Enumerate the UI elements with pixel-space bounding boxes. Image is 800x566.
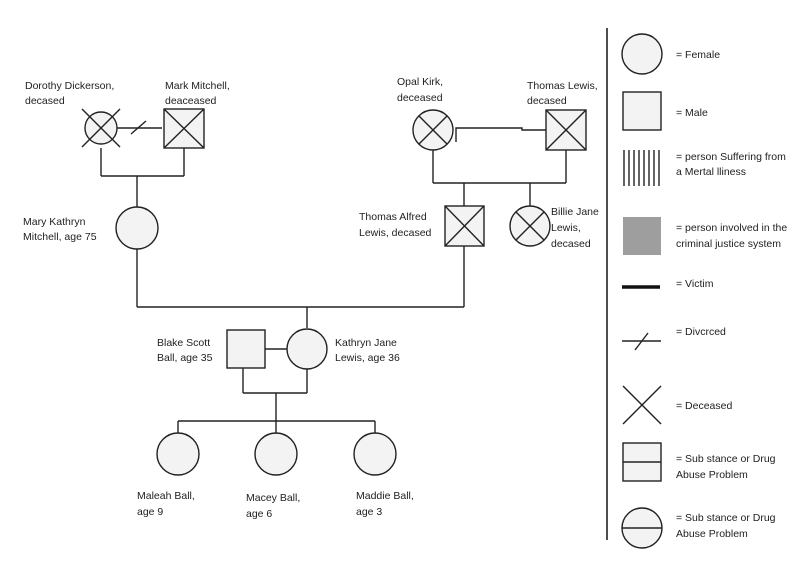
thomas-label-line1: Thomas Lewis, bbox=[527, 80, 598, 92]
person-thomas-alfred bbox=[444, 205, 485, 247]
billie-label-line1: Billie Jane bbox=[551, 206, 599, 218]
legend-deceased-icon bbox=[622, 385, 662, 425]
legend-criminal-label-line1: = person involved in the bbox=[676, 222, 787, 234]
macey-label-line1: Macey Ball, bbox=[246, 492, 300, 504]
dorothy-label-line1: Dorothy Dickerson, bbox=[25, 80, 114, 92]
kathryn-label-line2: Lewis, age 36 bbox=[335, 352, 400, 364]
female-symbol bbox=[115, 206, 159, 250]
mark-label-line1: Mark Mitchell, bbox=[165, 80, 230, 92]
mary-label-line2: Mitchell, age 75 bbox=[23, 231, 97, 243]
person-dorothy bbox=[81, 108, 121, 148]
legend-criminal-justice-icon bbox=[623, 217, 661, 255]
blake-label-line2: Ball, age 35 bbox=[157, 352, 213, 364]
male-symbol bbox=[226, 329, 266, 369]
thomas-alfred-label-line1: Thomas Alfred bbox=[359, 211, 427, 223]
divorce-slash bbox=[130, 120, 147, 135]
legend-substance-square-label-line1: = Sub stance or Drug bbox=[676, 453, 776, 465]
legend-substance-square-label-line2: Abuse Problem bbox=[676, 469, 748, 481]
person-opal bbox=[412, 109, 454, 151]
person-macey bbox=[254, 432, 298, 476]
person-billie bbox=[509, 205, 551, 247]
person-labels: Dorothy Dickerson, decased Mark Mitchell… bbox=[23, 76, 599, 520]
thomas-label-line2: decased bbox=[527, 95, 567, 107]
legend-deceased-label: = Deceased bbox=[676, 400, 732, 412]
legend-divorced-icon bbox=[622, 332, 661, 351]
maleah-label-line1: Maleah Ball, bbox=[137, 490, 195, 502]
mary-label-line1: Mary Kathryn bbox=[23, 216, 86, 228]
macey-label-line2: age 6 bbox=[246, 508, 272, 520]
person-kathryn bbox=[286, 328, 328, 370]
person-mary bbox=[115, 206, 159, 250]
legend-substance-circle-label-line2: Abuse Problem bbox=[676, 528, 748, 540]
thomas-alfred-label-line2: Lewis, decased bbox=[359, 227, 432, 239]
legend-male-icon bbox=[622, 91, 662, 131]
person-maddie bbox=[353, 432, 397, 476]
legend-substance-circle-label-line1: = Sub stance or Drug bbox=[676, 512, 776, 524]
blake-label-line1: Blake Scott bbox=[157, 337, 210, 349]
legend-male-label: = Male bbox=[676, 107, 708, 119]
mark-label-line2: deaceased bbox=[165, 95, 217, 107]
legend-substance-square-icon bbox=[622, 442, 662, 482]
female-symbol bbox=[286, 328, 328, 370]
legend-mental-label-line2: a Mertal lliness bbox=[676, 166, 746, 178]
legend-mental-label-line1: = person Suffering from bbox=[676, 151, 786, 163]
legend-divorced-label: = Divcrced bbox=[676, 326, 726, 338]
female-symbol bbox=[254, 432, 298, 476]
person-thomas bbox=[545, 109, 587, 151]
billie-label-line3: decased bbox=[551, 238, 591, 250]
maddie-label-line2: age 3 bbox=[356, 506, 382, 518]
female-symbol bbox=[156, 432, 200, 476]
female-symbol bbox=[353, 432, 397, 476]
legend-female-label: = Female bbox=[676, 49, 720, 61]
opal-label-line1: Opal Kirk, bbox=[397, 76, 443, 88]
maleah-label-line2: age 9 bbox=[137, 506, 163, 518]
opal-label-line2: deceased bbox=[397, 92, 443, 104]
person-maleah bbox=[156, 432, 200, 476]
maddie-label-line1: Maddie Ball, bbox=[356, 490, 414, 502]
legend-female-icon bbox=[621, 33, 663, 75]
kathryn-label-line1: Kathryn Jane bbox=[335, 337, 397, 349]
person-blake bbox=[226, 329, 266, 369]
legend-victim-label: = Victim bbox=[676, 278, 714, 290]
legend: = Female = Male = person Suffering from … bbox=[606, 28, 787, 549]
dorothy-label-line2: decased bbox=[25, 95, 65, 107]
legend-criminal-label-line2: criminal justice system bbox=[676, 238, 781, 250]
legend-substance-circle-icon bbox=[621, 507, 663, 549]
billie-label-line2: Lewis, bbox=[551, 222, 581, 234]
marriage-line-opal-thomas bbox=[455, 127, 546, 142]
legend-mental-illness-icon bbox=[623, 150, 660, 186]
person-mark bbox=[163, 108, 205, 149]
connection-lines bbox=[100, 120, 567, 433]
